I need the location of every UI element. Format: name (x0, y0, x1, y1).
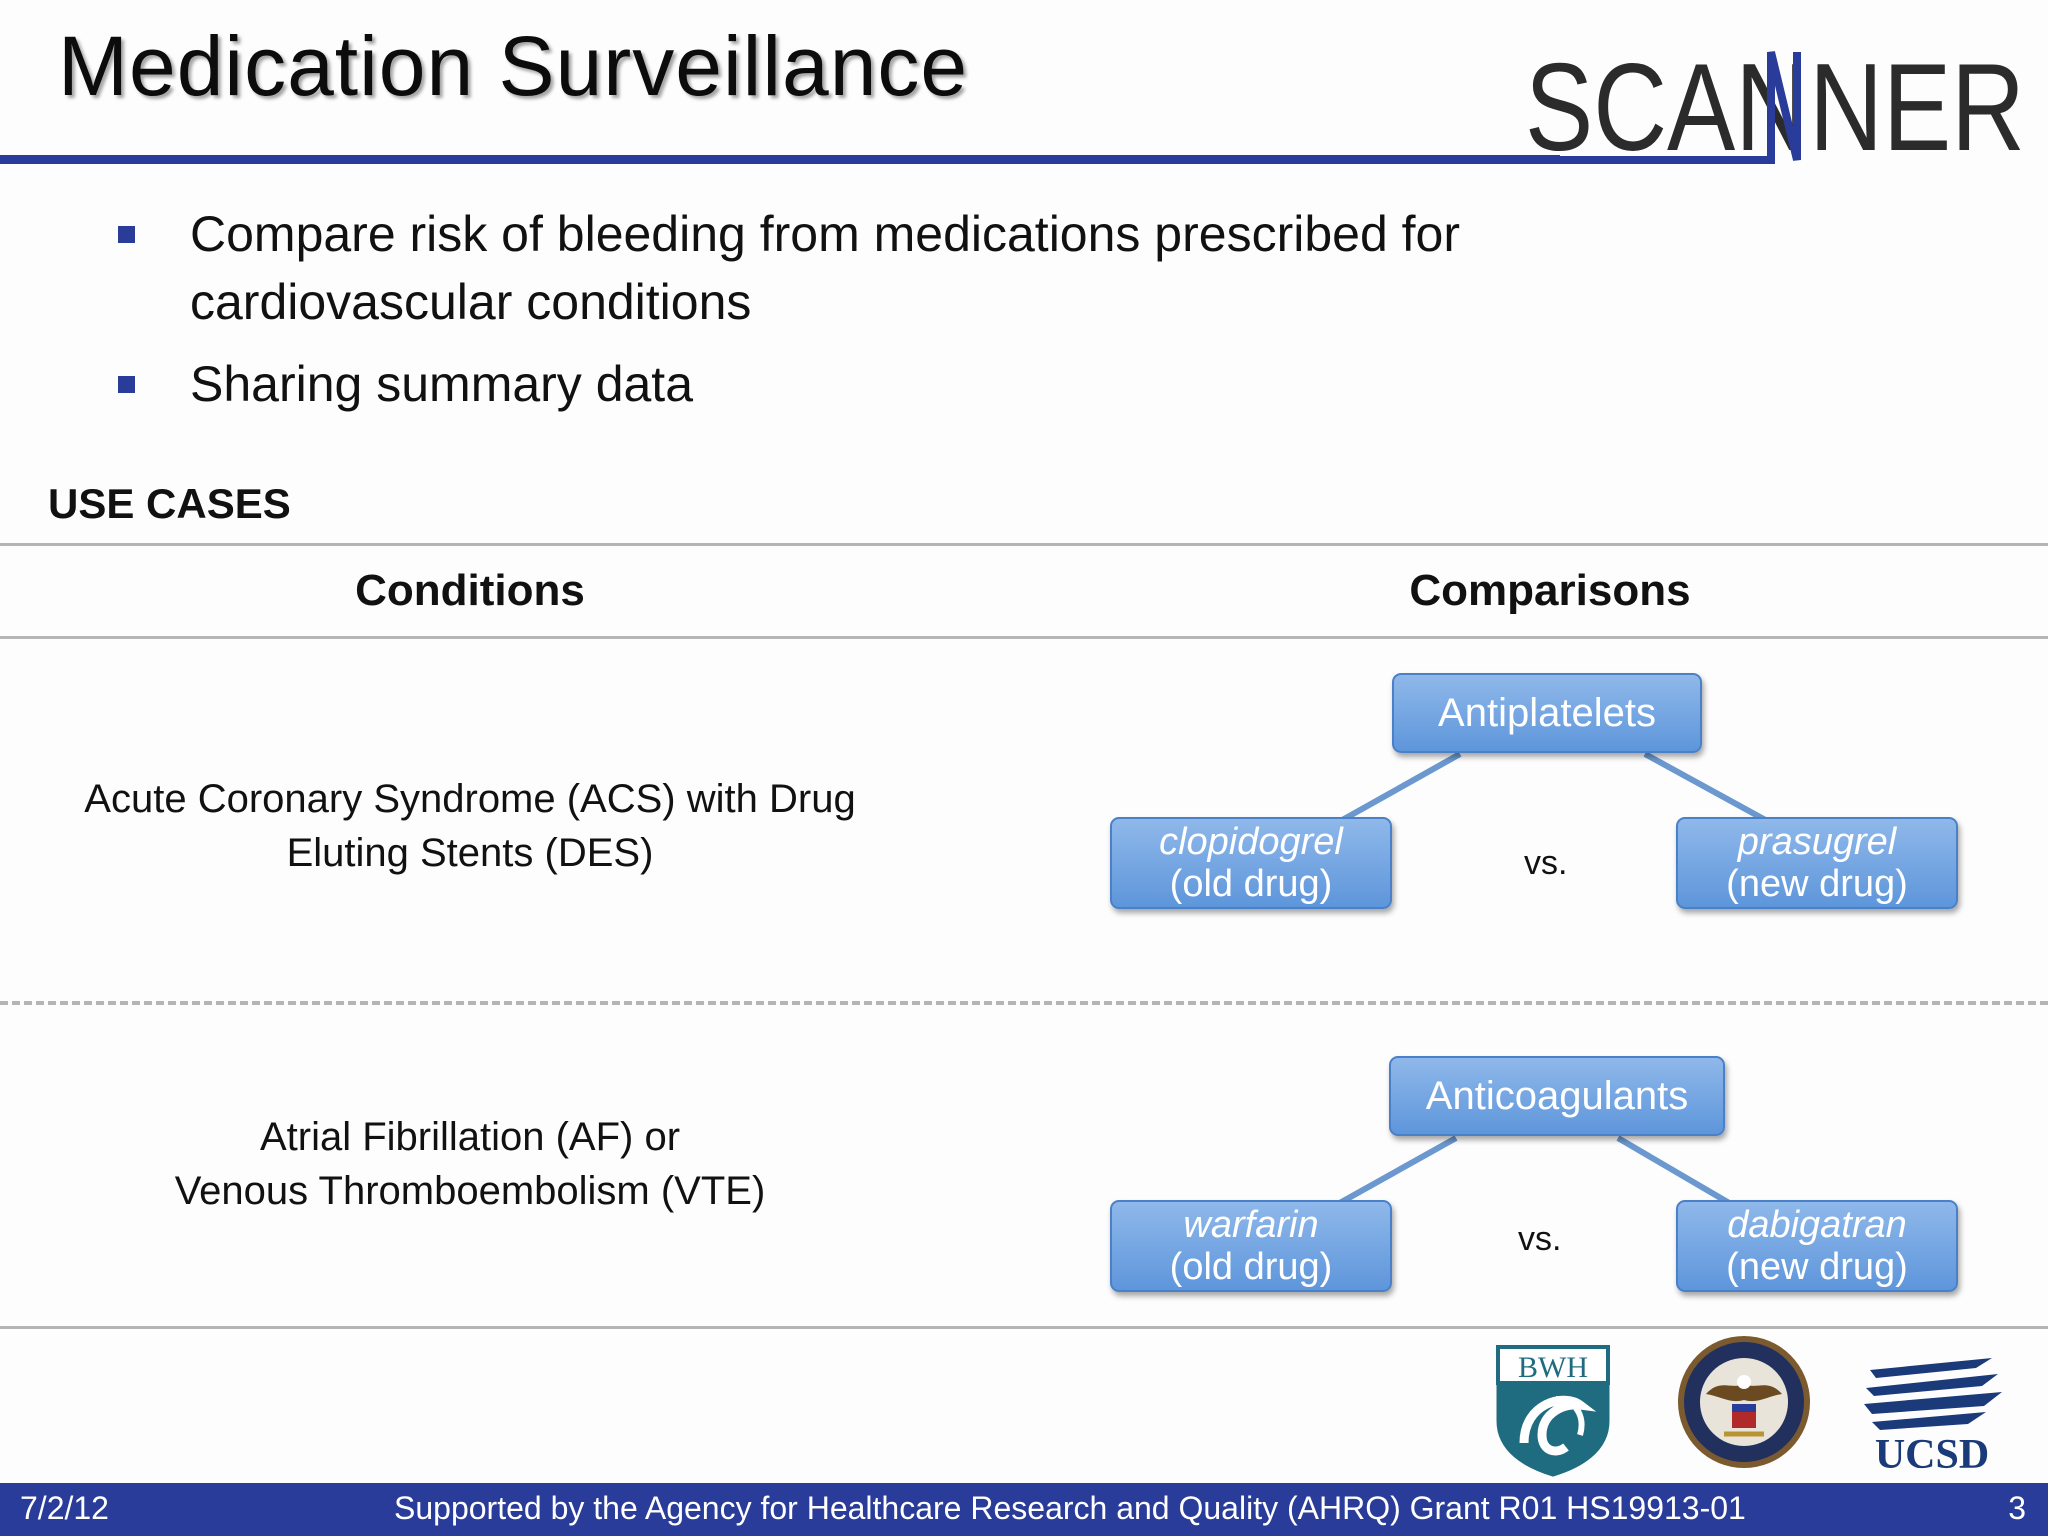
va-seal-logo (1678, 1336, 1810, 1468)
table-bottom-rule (0, 1326, 2048, 1329)
scanner-logo: SCANNER (1525, 40, 2025, 170)
class-anticoagulants: Anticoagulants (1389, 1056, 1725, 1136)
bullet-marker (118, 376, 135, 393)
bullet-text: Compare risk of bleeding from medication… (190, 206, 1460, 330)
slide-title: Medication Surveillance (58, 19, 969, 113)
vs-label: vs. (1524, 844, 1568, 882)
class-antiplatelets: Antiplatelets (1392, 673, 1702, 753)
bwh-logo: BWH (1496, 1345, 1610, 1477)
bullet-item: Compare risk of bleeding from medication… (112, 200, 1672, 336)
row-divider (0, 1001, 2048, 1005)
drug-tag: (old drug) (1169, 1246, 1333, 1288)
drug-name: prasugrel (1737, 821, 1897, 863)
connector-lines-antiplatelets (1326, 751, 1782, 831)
footer-page-number: 3 (2008, 1490, 2026, 1526)
condition-acs: Acute Coronary Syndrome (ACS) with Drug … (30, 772, 910, 880)
table-top-rule (0, 543, 2048, 546)
bullet-item: Sharing summary data (112, 350, 1672, 418)
bullet-list: Compare risk of bleeding from medication… (112, 200, 1672, 432)
drug-name: clopidogrel (1159, 821, 1343, 863)
drug-prasugrel: prasugrel (new drug) (1676, 817, 1958, 909)
condition-line: Eluting Stents (DES) (286, 831, 654, 875)
drug-warfarin: warfarin (old drug) (1110, 1200, 1392, 1292)
title-underline (0, 155, 1560, 164)
condition-line: Atrial Fibrillation (AF) or (259, 1115, 681, 1159)
drug-clopidogrel: clopidogrel (old drug) (1110, 817, 1392, 909)
footer-date: 7/2/12 (20, 1490, 109, 1526)
drug-dabigatran: dabigatran (new drug) (1676, 1200, 1958, 1292)
vs-label: vs. (1518, 1220, 1562, 1258)
drug-tag: (old drug) (1169, 863, 1333, 905)
ucsd-logo-text: UCSD (1875, 1432, 1989, 1472)
drug-tag: (new drug) (1726, 863, 1908, 905)
header-conditions: Conditions (355, 566, 585, 615)
condition-line: Acute Coronary Syndrome (ACS) with Drug (84, 777, 856, 821)
drug-tag: (new drug) (1726, 1246, 1908, 1288)
ucsd-logo: UCSD (1864, 1358, 2002, 1472)
section-label: USE CASES (48, 480, 291, 527)
header-comparisons: Comparisons (1409, 566, 1691, 615)
drug-name: dabigatran (1727, 1204, 1907, 1246)
bwh-logo-text: BWH (1518, 1351, 1588, 1384)
bullet-marker (118, 226, 135, 243)
bullet-text: Sharing summary data (190, 356, 694, 412)
condition-af-vte: Atrial Fibrillation (AF) or Venous Throm… (30, 1110, 910, 1218)
footer-grant: Supported by the Agency for Healthcare R… (394, 1490, 1746, 1526)
condition-line: Venous Thromboembolism (VTE) (174, 1169, 766, 1213)
drug-name: warfarin (1183, 1204, 1319, 1246)
footer-bar: 7/2/12 Supported by the Agency for Healt… (0, 1483, 2048, 1536)
header-rule (0, 636, 2048, 639)
